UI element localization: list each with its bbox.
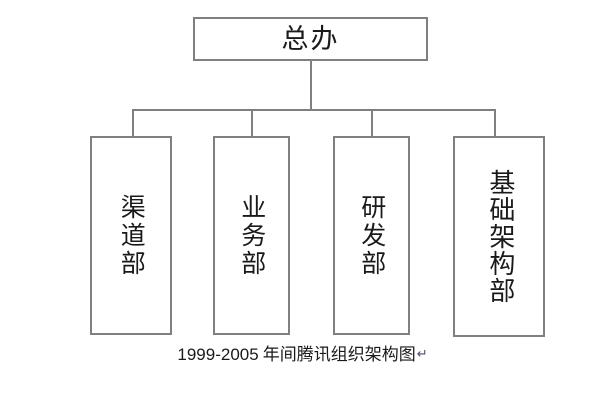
caption-text: 年间腾讯组织架构图 [262,345,416,365]
org-node-root-label: 总办 [281,23,340,55]
org-node-child-4-label: 基础架构部 [484,169,515,304]
org-node-child-1-label: 渠道部 [117,193,147,278]
caption-years: 1999-2005 [177,345,259,364]
org-node-root: 总办 [193,17,428,61]
paragraph-return-icon: ↵ [416,347,428,362]
org-node-child-1: 渠道部 [90,136,172,335]
org-node-child-4: 基础架构部 [453,136,545,337]
connector-drop-1 [132,109,134,137]
org-node-child-2: 业务部 [213,136,290,335]
connector-drop-2 [251,109,253,137]
connector-root-stem [310,61,312,110]
org-node-child-2-label: 业务部 [237,193,267,278]
connector-horizontal-bus [132,109,496,111]
org-node-child-3: 研发部 [333,136,410,335]
connector-drop-3 [371,109,373,137]
org-node-child-3-label: 研发部 [357,193,387,278]
connector-drop-4 [494,109,496,137]
